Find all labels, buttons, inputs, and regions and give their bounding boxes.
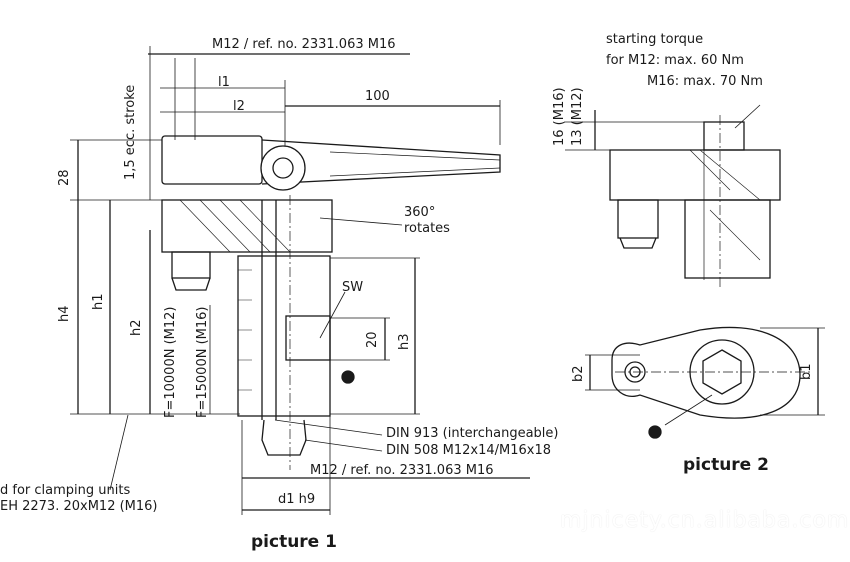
h3-label: h3 — [397, 333, 412, 350]
b1-label: b1 — [799, 363, 814, 380]
clamping-note-line1: d for clamping units — [0, 483, 131, 498]
sw-label: SW — [342, 280, 364, 295]
watermark: mjnicety.cn.alibaba.com — [560, 508, 850, 533]
top-view — [611, 326, 810, 419]
dim-28-label: 28 — [57, 169, 72, 186]
clamp-body — [161, 195, 333, 470]
b2-label: b2 — [571, 365, 586, 382]
din508-label: DIN 508 M12x14/M16x18 — [386, 443, 552, 458]
l2-label: l2 — [233, 99, 245, 114]
force-m16-label: F=15000N (M16) — [195, 306, 210, 418]
rotates-label: rotates — [404, 221, 450, 236]
torque-title: starting torque — [606, 32, 704, 47]
side-view — [609, 115, 781, 290]
torque-m12: for M12: max. 60 Nm — [606, 53, 744, 68]
dim-100-label: 100 — [365, 89, 390, 104]
torque-m16: M16: max. 70 Nm — [647, 74, 763, 89]
picture-2-caption: picture 2 — [683, 455, 769, 475]
lever-arm — [161, 135, 501, 191]
l1-label: l1 — [218, 75, 230, 90]
bottom-dimension-label: M12 / ref. no. 2331.063 M16 — [310, 463, 494, 478]
h4-label: h4 — [57, 305, 72, 322]
clamping-note-line2: EH 2273. 20xM12 (M16) — [0, 499, 158, 514]
picture-1-caption: picture 1 — [251, 532, 337, 552]
dim-20-label: 20 — [365, 331, 380, 348]
dim-16-label: 16 (M16) — [552, 87, 567, 146]
d1-label: d1 h9 — [278, 492, 316, 507]
h2-label: h2 — [129, 319, 144, 336]
dim-13-label: 13 (M12) — [570, 87, 585, 146]
eccentric-stroke-label: 1,5 ecc. stroke — [123, 84, 138, 180]
h1-label: h1 — [91, 293, 106, 310]
top-dimension-label: M12 / ref. no. 2331.063 M16 — [212, 37, 396, 52]
center-mark — [341, 370, 355, 384]
force-m12-label: F=10000N (M12) — [163, 306, 178, 418]
rotates-degree-label: 360° — [404, 205, 436, 220]
din913-label: DIN 913 (interchangeable) — [386, 426, 559, 441]
